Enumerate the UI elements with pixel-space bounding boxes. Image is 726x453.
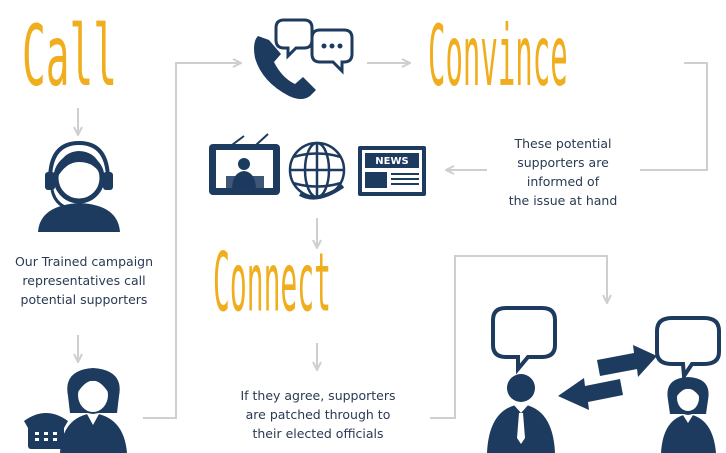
woman-icon	[60, 368, 127, 453]
step-title-connect: Connect	[213, 236, 332, 331]
arrow-convince-to-caption	[640, 62, 708, 171]
connect-caption: If they agree, supporters are patched th…	[240, 388, 396, 441]
step-title-call: Call	[22, 6, 117, 106]
convince-caption: These potential supporters are informed …	[508, 136, 618, 208]
globe-icon	[288, 141, 346, 200]
telephone-icon	[24, 413, 68, 449]
connector-arrows	[78, 62, 708, 419]
businessman-speech-icon	[487, 306, 557, 453]
arrow-connect-to-people	[430, 255, 607, 419]
tv-icon	[209, 133, 280, 195]
call-caption: Our Trained campaign representatives cal…	[14, 254, 154, 307]
arrow-woman-to-phone	[143, 63, 241, 419]
woman-speech-icon	[655, 316, 721, 453]
news-label: NEWS	[375, 156, 408, 167]
exchange-arrows-icon	[558, 345, 657, 410]
phone-chat-icon	[254, 18, 354, 99]
newspaper-icon: NEWS	[358, 146, 426, 196]
step-title-convince: Convince	[428, 6, 568, 106]
headset-person-icon	[38, 140, 120, 232]
